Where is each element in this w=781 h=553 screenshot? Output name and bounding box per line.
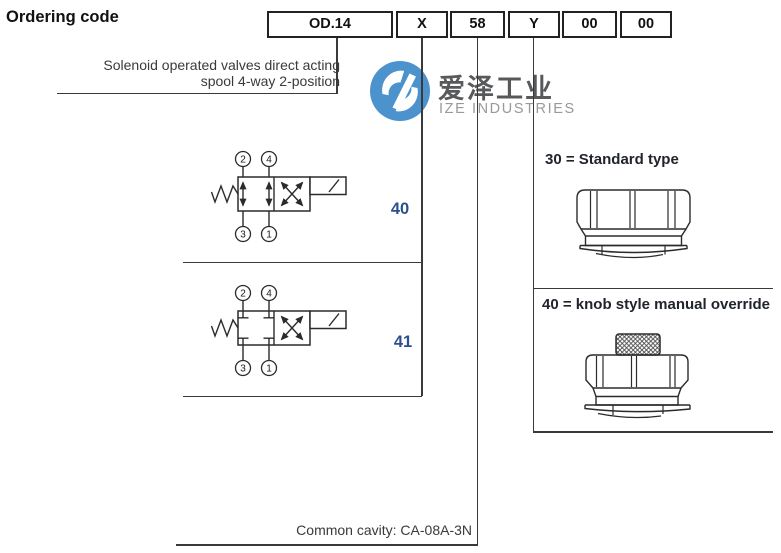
watermark-english: IZE INDUSTRIES bbox=[439, 101, 576, 117]
svg-text:1: 1 bbox=[266, 364, 272, 375]
port-circles-bottom: 3 1 bbox=[234, 359, 278, 377]
spool-arrows-crossed bbox=[280, 181, 304, 207]
code-cell-00b: 00 bbox=[620, 11, 672, 38]
svg-text:2: 2 bbox=[240, 155, 246, 166]
override-option-standard-label: 30 = Standard type bbox=[545, 151, 679, 168]
divider-override-bottom bbox=[533, 431, 773, 433]
valve-description-line2: spool 4-way 2-position bbox=[200, 73, 340, 89]
svg-text:3: 3 bbox=[240, 364, 246, 375]
solenoid-icon bbox=[309, 310, 347, 330]
spool-arrows-crossed bbox=[280, 315, 304, 341]
code-cell-58: 58 bbox=[450, 11, 505, 38]
leader-line-58 bbox=[476, 38, 478, 545]
port-circles-top: 2 4 bbox=[234, 150, 278, 168]
svg-text:4: 4 bbox=[266, 155, 272, 166]
code-cell-y: Y bbox=[508, 11, 560, 38]
valve-description: Solenoid operated valves direct acting s… bbox=[40, 57, 340, 89]
divider-spool-bottom bbox=[183, 395, 422, 397]
spring-icon bbox=[210, 184, 239, 205]
svg-text:4: 4 bbox=[266, 289, 272, 300]
spool-code-40: 40 bbox=[390, 200, 410, 218]
code-cell-00a: 00 bbox=[562, 11, 617, 38]
valve-description-line1: Solenoid operated valves direct acting bbox=[103, 57, 340, 73]
code-cell-od14: OD.14 bbox=[267, 11, 393, 38]
solenoid-icon bbox=[309, 176, 347, 196]
code-cell-x: X bbox=[396, 11, 448, 38]
ordering-code-table: OD.14 X 58 Y 00 00 bbox=[267, 11, 672, 38]
spool-ports-blocked bbox=[237, 311, 275, 345]
leader-line-y bbox=[532, 38, 534, 432]
divider-override-options bbox=[533, 287, 773, 289]
spool-arrows-parallel bbox=[239, 181, 273, 207]
callout-underline bbox=[57, 92, 338, 94]
divider-spool-options bbox=[183, 261, 422, 263]
knob-cap-drawing bbox=[584, 333, 691, 419]
port-circles-top: 2 4 bbox=[234, 284, 278, 302]
port-circles-bottom: 3 1 bbox=[234, 225, 278, 243]
svg-text:3: 3 bbox=[240, 230, 246, 241]
valve-symbol-40: 2 4 3 1 bbox=[210, 150, 347, 243]
common-cavity-label: Common cavity: CA-08A-3N bbox=[296, 522, 472, 538]
spool-code-41: 41 bbox=[393, 333, 413, 351]
svg-text:2: 2 bbox=[240, 289, 246, 300]
leader-line-od14 bbox=[336, 38, 338, 93]
footer-underline bbox=[176, 544, 478, 546]
valve-symbol-41: 2 4 3 1 bbox=[210, 284, 347, 377]
leader-line-x bbox=[421, 38, 423, 396]
standard-cap-drawing bbox=[576, 189, 691, 259]
override-option-knob-label: 40 = knob style manual override bbox=[542, 296, 771, 313]
page-title: Ordering code bbox=[6, 8, 119, 26]
svg-text:1: 1 bbox=[266, 230, 272, 241]
ize-logo-icon bbox=[370, 61, 430, 121]
knurled-knob bbox=[615, 333, 661, 356]
spring-icon bbox=[210, 318, 239, 339]
